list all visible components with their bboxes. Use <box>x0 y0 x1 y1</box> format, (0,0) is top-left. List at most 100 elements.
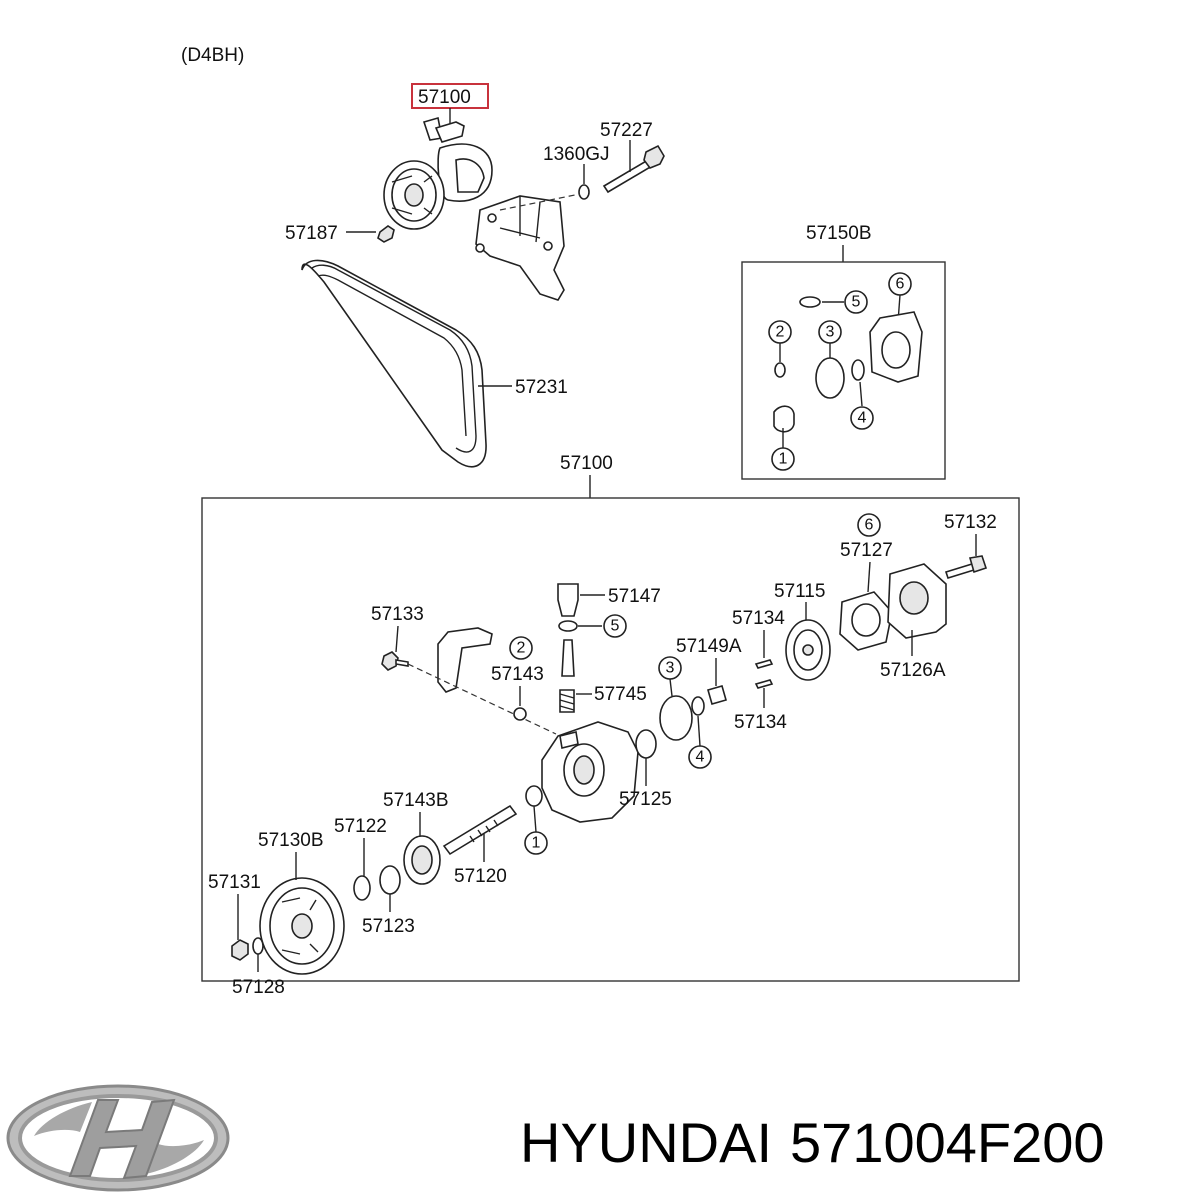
sleeve-icon <box>707 685 727 705</box>
bolt-icon <box>395 659 409 667</box>
kit-item-5[interactable]: 5 <box>852 294 861 311</box>
seal-ring-icon <box>379 865 401 895</box>
washer-icon <box>252 937 264 955</box>
rotor-cam-icon <box>785 619 831 681</box>
shaft-icon <box>442 804 518 856</box>
snap-ring-icon <box>353 875 371 901</box>
callout-circle <box>850 406 874 430</box>
leader-line <box>669 678 673 697</box>
pump-bracket-icon <box>475 195 565 301</box>
cover-bearing <box>899 581 929 615</box>
bushing-icon <box>773 405 795 433</box>
pulley-icon <box>259 877 345 975</box>
kit-item-6[interactable]: 6 <box>896 276 905 293</box>
leader-line <box>867 561 871 593</box>
hyundai-logo-icon <box>6 1084 230 1192</box>
o-ring-icon <box>558 620 578 632</box>
pulley-bolt-icon <box>377 225 395 243</box>
label-1360GJ[interactable]: 1360GJ <box>543 144 610 165</box>
label-57131[interactable]: 57131 <box>208 872 261 893</box>
callout-circle <box>857 513 881 537</box>
gasket-hole <box>851 603 881 637</box>
engine-code-label: (D4BH) <box>181 45 244 66</box>
callout-circle <box>688 745 712 769</box>
leader-line <box>533 805 537 833</box>
label-57143B[interactable]: 57143B <box>383 790 449 811</box>
bearing-icon <box>403 835 441 885</box>
callout-1[interactable]: 1 <box>532 835 541 852</box>
callout-2[interactable]: 2 <box>517 640 526 657</box>
label-57143[interactable]: 57143 <box>491 664 544 685</box>
dashed-line <box>407 663 557 735</box>
label-57134-top[interactable]: 57134 <box>732 608 785 629</box>
label-57227[interactable]: 57227 <box>600 120 653 141</box>
callout-circle <box>603 614 627 638</box>
label-57149A[interactable]: 57149A <box>676 636 742 657</box>
kit-item-4[interactable]: 4 <box>858 410 867 427</box>
label-57231[interactable]: 57231 <box>515 377 568 398</box>
assembly-label[interactable]: 57100 <box>560 453 613 474</box>
shaft-splines <box>469 819 499 843</box>
bolt-head-icon <box>381 651 399 671</box>
bushing-small-icon <box>525 785 543 807</box>
gasket-hole <box>881 331 911 369</box>
pump-assembly-box <box>201 497 1020 982</box>
inlet-pipe-icon <box>437 627 493 693</box>
bracket-bolt-icon <box>602 144 665 194</box>
label-57123[interactable]: 57123 <box>362 916 415 937</box>
label-57125[interactable]: 57125 <box>619 789 672 810</box>
callout-circle <box>509 636 533 660</box>
label-57128[interactable]: 57128 <box>232 977 285 998</box>
label-57134-bottom[interactable]: 57134 <box>734 712 787 733</box>
label-57120[interactable]: 57120 <box>454 866 507 887</box>
label-57130B[interactable]: 57130B <box>258 830 324 851</box>
highlighted-part-label[interactable]: 57100 <box>418 87 471 108</box>
label-57133[interactable]: 57133 <box>371 604 424 625</box>
power-steering-pump-icon <box>383 116 493 230</box>
o-ring-icon <box>691 696 705 716</box>
label-57115[interactable]: 57115 <box>774 581 825 602</box>
part-caption: HYUNDAI 571004F200 <box>520 1108 1190 1178</box>
bushing-icon <box>635 729 657 759</box>
callout-circle <box>771 447 795 471</box>
label-57132[interactable]: 57132 <box>944 512 997 533</box>
callout-circle <box>844 290 868 314</box>
o-ring-small-icon <box>774 362 786 378</box>
kit-label[interactable]: 57150B <box>806 223 872 244</box>
pump-housing-icon <box>541 721 639 823</box>
pin-icon <box>754 679 774 689</box>
leader-line <box>395 625 399 653</box>
label-57187[interactable]: 57187 <box>285 223 338 244</box>
dashed-line <box>499 193 581 211</box>
kit-item-2[interactable]: 2 <box>776 324 785 341</box>
label-57122[interactable]: 57122 <box>334 816 387 837</box>
kit-item-1[interactable]: 1 <box>779 451 788 468</box>
fitting-icon <box>557 583 579 617</box>
seal-kit-box <box>741 261 946 480</box>
callout-6[interactable]: 6 <box>865 517 874 534</box>
o-ring-icon <box>851 359 865 381</box>
label-57147[interactable]: 57147 <box>608 586 661 607</box>
label-57127[interactable]: 57127 <box>840 540 893 561</box>
leader-line <box>859 381 863 407</box>
bolt-icon <box>944 563 976 579</box>
label-57745[interactable]: 57745 <box>594 684 647 705</box>
o-ring-icon <box>513 707 527 721</box>
leader-line <box>697 715 701 747</box>
callout-4[interactable]: 4 <box>696 749 705 766</box>
part-number: 571004F200 <box>790 1111 1105 1174</box>
pin-icon <box>754 659 774 669</box>
nut-icon <box>231 939 249 961</box>
bolt-head-icon <box>968 555 988 574</box>
brand-name: HYUNDAI <box>520 1111 773 1174</box>
spring-coils <box>559 693 575 711</box>
kit-item-3[interactable]: 3 <box>826 324 835 341</box>
callout-circle <box>524 831 548 855</box>
drive-belt-icon <box>301 259 487 468</box>
callout-3[interactable]: 3 <box>666 660 675 677</box>
label-57126A[interactable]: 57126A <box>880 660 946 681</box>
large-o-ring-icon <box>815 357 845 399</box>
callout-5[interactable]: 5 <box>611 618 620 635</box>
o-ring-icon <box>799 296 821 308</box>
